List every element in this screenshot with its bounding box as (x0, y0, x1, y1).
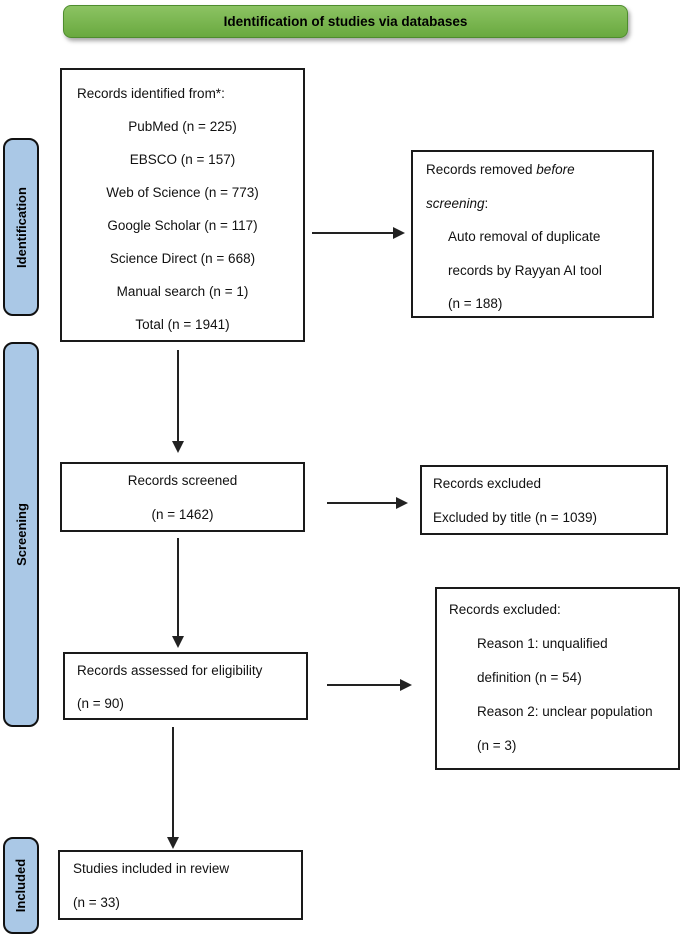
box-line: Records excluded (433, 476, 542, 491)
arrow-screened-to-excluded (327, 497, 408, 509)
box-line: Records removed before (426, 153, 646, 187)
stage-label-screening-text: Screening (13, 503, 29, 566)
stage-label-screening: Screening (3, 342, 39, 727)
box-line: Reason 1: unqualified (477, 636, 608, 651)
box-line: Records assessed for eligibility (77, 663, 263, 678)
box-records-assessed: Records assessed for eligibility (n = 90… (63, 652, 308, 720)
box-line: Manual search (n = 1) (116, 284, 249, 299)
box-line: Studies included in review (73, 861, 230, 876)
box-line: (n = 188) (448, 296, 503, 311)
arrow-identified-to-removed (312, 227, 405, 239)
box-line: Records screened (127, 473, 238, 488)
header-title: Identification of studies via databases (223, 14, 468, 29)
box-line: Total (n = 1941) (135, 317, 230, 332)
box-line: (n = 1462) (151, 507, 214, 522)
box-records-screened: Records screened (n = 1462) (60, 462, 305, 532)
stage-label-identification-text: Identification (13, 186, 29, 268)
arrow-assessed-to-excluded-reasons (327, 679, 412, 691)
box-line: (n = 3) (477, 738, 517, 753)
box-line: Excluded by title (n = 1039) (433, 510, 597, 525)
box-line: Science Direct (n = 668) (109, 251, 256, 266)
stage-label-identification: Identification (3, 138, 39, 316)
box-line: records by Rayyan AI tool (448, 262, 602, 278)
box-line: Web of Science (n = 773) (106, 185, 259, 200)
arrow-assessed-to-included (167, 727, 179, 849)
box-line: EBSCO (n = 157) (129, 152, 236, 167)
box-line: (n = 90) (77, 696, 124, 711)
header-banner: Identification of studies via databases (63, 5, 628, 38)
box-line-text-italic: screening (426, 195, 485, 211)
box-line: Records excluded: (449, 602, 561, 617)
box-line: PubMed (n = 225) (128, 119, 237, 134)
box-line-text: Records removed (426, 162, 537, 177)
box-studies-included: Studies included in review (n = 33) (58, 850, 303, 920)
box-records-removed: Records removed before screening: Auto r… (411, 150, 654, 318)
box-records-excluded-by-title: Records excluded Excluded by title (n = … (420, 465, 668, 535)
box-line: Auto removal of duplicate (448, 229, 601, 244)
stage-label-included-text: Included (13, 858, 29, 913)
stage-label-included: Included (3, 837, 39, 934)
box-records-excluded-reasons: Records excluded: Reason 1: unqualified … (435, 587, 680, 770)
box-line: definition (n = 54) (477, 670, 582, 685)
box-records-identified: Records identified from*: PubMed (n = 22… (60, 68, 305, 342)
box-line: (n = 33) (73, 895, 120, 910)
box-line: Reason 2: unclear population (477, 704, 653, 719)
box-line-text-italic: before (536, 162, 575, 177)
box-line: Google Scholar (n = 117) (107, 218, 258, 233)
box-line: screening: (426, 187, 646, 221)
arrow-screened-to-assessed (172, 538, 184, 648)
arrow-identified-to-screened (172, 350, 184, 453)
box-line-text: : (484, 195, 489, 211)
box-line: Records identified from*: (77, 86, 225, 101)
